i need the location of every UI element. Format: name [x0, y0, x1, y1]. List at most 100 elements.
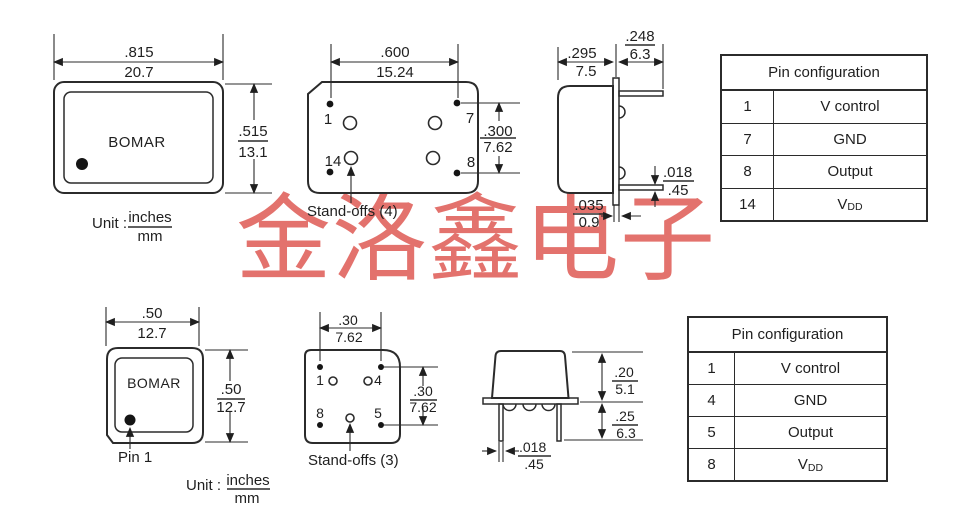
standoffs-label: Stand-offs (4)	[307, 203, 398, 220]
pin-function-text: V	[797, 456, 808, 473]
pin-number-cell: 5	[689, 417, 735, 448]
pin-function-cell: V control	[774, 91, 926, 123]
standoff-circle	[363, 376, 373, 386]
pin-number-label: 5	[374, 405, 382, 421]
base-plate	[612, 77, 620, 206]
standoff-bump	[522, 403, 537, 412]
pin-number-cell: 14	[722, 188, 774, 220]
package-outline	[106, 347, 204, 444]
dim-lead-length-inches: .25	[615, 408, 635, 424]
package-outline	[307, 81, 479, 194]
brand-label: BOMAR	[127, 375, 181, 391]
dim-height-mm: 12.7	[216, 399, 245, 416]
pin-function-subscript: DD	[847, 201, 863, 214]
bottom-front-view: .50 12.7 BOMAR Pin 1 .50 12.7 Unit : inc…	[105, 305, 270, 507]
pin-number-cell: 1	[689, 353, 735, 384]
pin-dot	[378, 422, 384, 428]
dim-height-inches: .515	[238, 123, 267, 140]
lead	[618, 90, 664, 97]
table-row: 1 V control	[722, 91, 926, 124]
unit-label-numerator: inches	[128, 209, 171, 226]
standoff-circle	[427, 115, 443, 131]
pin-number-label: 1	[316, 372, 324, 388]
dim-pitch-height-inches: .30	[413, 383, 433, 399]
pin-dot	[378, 364, 384, 370]
unit-label-denominator: mm	[138, 228, 163, 245]
standoff-circle	[328, 376, 338, 386]
unit-label-numerator: inches	[226, 472, 269, 489]
top-bottom-view: .600 15.24 1 7 14 8 .300 7.62 Stand-offs…	[307, 44, 520, 220]
dim-body-width-inches: .295	[567, 45, 596, 62]
dim-lead-length-mm: 6.3	[616, 425, 636, 441]
dim-lead-thickness-mm: .45	[668, 182, 689, 199]
standoff-bump	[541, 403, 556, 412]
dim-width-inches: .815	[124, 44, 153, 61]
dim-body-height-mm: 5.1	[615, 381, 635, 397]
bottom-bottom-view: .30 7.62 1 4 8 5 .30 7.62 Stand-offs (3)	[304, 312, 438, 469]
pin1-marker-dot	[124, 414, 136, 426]
pin-number-label: 1	[324, 111, 332, 128]
table-row: 8 Output	[722, 156, 926, 189]
pin-number-label: 8	[467, 154, 475, 171]
standoff-circle	[345, 413, 355, 423]
dim-pitch-height-mm: 7.62	[409, 399, 436, 415]
package-inner-outline	[114, 357, 194, 433]
pin-number-label: 8	[316, 405, 324, 421]
pin-table-title: Pin configuration	[722, 56, 926, 91]
pin-number-cell: 7	[722, 123, 774, 155]
dim-base-thickness-inches: .035	[574, 197, 603, 214]
package-body-outline	[490, 350, 570, 399]
pin-function-text: V control	[780, 360, 841, 377]
table-row: 1 V control	[689, 353, 886, 385]
standoffs-label: Stand-offs (3)	[308, 452, 399, 469]
lead	[618, 184, 664, 191]
pin-dot	[453, 169, 461, 177]
pin-function-text: V control	[820, 98, 880, 116]
pin-function-text: Output	[827, 163, 873, 181]
table-row: 7 GND	[722, 123, 926, 156]
pin-function-cell: Output	[735, 417, 886, 448]
dim-lead-length-mm: 6.3	[630, 46, 651, 63]
pin-table-title: Pin configuration	[689, 318, 886, 353]
dim-lead-thickness-mm: .45	[524, 456, 544, 472]
dim-body-width-mm: 7.5	[576, 63, 597, 80]
pin-number-cell: 4	[689, 385, 735, 416]
unit-label-prefix: Unit :	[186, 477, 221, 494]
dim-pitch-height-inches: .300	[483, 123, 512, 140]
pin-number-cell: 1	[722, 91, 774, 123]
pin1-marker-dot	[76, 158, 88, 170]
pin-number-label: 14	[325, 153, 342, 170]
unit-label-prefix: Unit :	[92, 215, 127, 232]
base-plate	[482, 397, 579, 405]
unit-label-denominator: mm	[235, 490, 260, 507]
dim-pitch-width-mm: 7.62	[335, 329, 362, 345]
standoff-circle	[343, 150, 359, 166]
pin-config-table-bottom: Pin configuration 1 V control 4 GND 5 Ou…	[687, 316, 888, 482]
standoff-circle	[342, 115, 358, 131]
pin-function-text: GND	[793, 392, 828, 409]
package-body-outline	[557, 85, 614, 194]
pin-dot	[453, 99, 461, 107]
pin-dot	[317, 364, 323, 370]
pin1-label: Pin 1	[118, 449, 152, 466]
pin-function-cell: GND	[735, 385, 886, 416]
dim-pitch-width-mm: 15.24	[376, 64, 414, 81]
dim-lead-thickness-inches: .018	[519, 439, 546, 455]
standoff-circle	[425, 150, 441, 166]
pin-number-label: 4	[374, 372, 382, 388]
package-outline	[304, 349, 401, 444]
pin-number-label: 7	[466, 110, 474, 127]
dim-height-inches: .50	[221, 381, 242, 398]
dim-pitch-height-mm: 7.62	[483, 139, 512, 156]
dim-width-inches: .50	[142, 305, 163, 322]
dim-height-mm: 13.1	[238, 144, 267, 161]
pin-function-subscript: DD	[807, 461, 824, 474]
pin-function-cell: GND	[774, 124, 926, 156]
pin-function-cell: Output	[774, 156, 926, 188]
pin-number-cell: 8	[722, 156, 774, 188]
dim-body-height-inches: .20	[614, 364, 634, 380]
standoff-bump	[618, 105, 626, 119]
